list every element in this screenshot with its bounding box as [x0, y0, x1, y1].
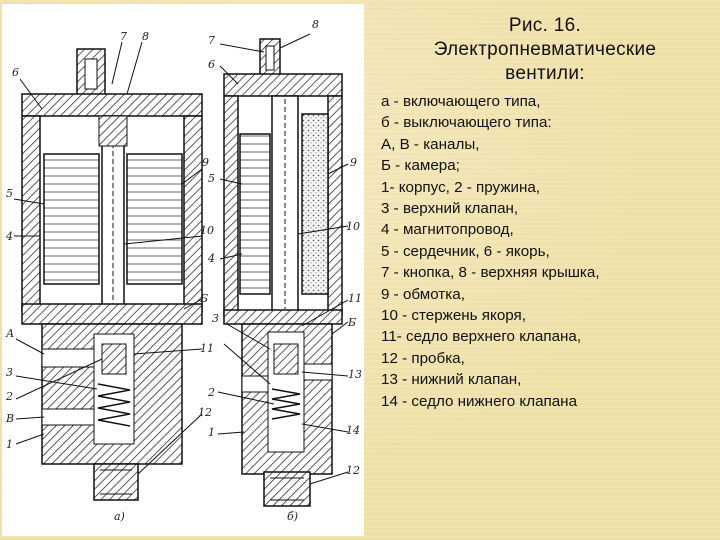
label-a-12: 12	[198, 406, 212, 419]
label-a-A: А	[5, 327, 14, 340]
legend-line: 10 - стержень якоря,	[381, 307, 526, 325]
label-a-7: 7	[120, 30, 127, 43]
legend-line: 4 - магнитопровод,	[381, 221, 514, 239]
label-b-3: 3	[212, 312, 219, 325]
valve-cross-section-drawing: 7 8 6 9 5 10 4 А 3 Б 2 В 1 11 12 8 7 6 9…	[2, 4, 364, 536]
label-b-8: 8	[312, 18, 319, 31]
label-a-B: Б	[199, 292, 208, 305]
figure-title-main: Электропневматические	[433, 39, 657, 60]
legend-line: 7 - кнопка, 8 - верхняя крышка,	[381, 264, 600, 282]
legend-line: б - выключающего типа:	[381, 114, 552, 132]
label-b-6: 6	[208, 58, 215, 71]
legend-line: 11- седло верхнего клапана,	[381, 328, 582, 346]
figure-title: Рис. 16. Электропневматические вентили:	[380, 14, 710, 86]
valve-b-drawing	[217, 33, 349, 507]
legend-line: А, В - каналы,	[381, 135, 480, 153]
label-b-4: 4	[207, 252, 215, 265]
label-b-14: 14	[346, 424, 360, 437]
figure-title-number: Рис. 16.	[508, 15, 582, 36]
label-b-11: 11	[348, 292, 362, 305]
caption-b: б)	[287, 510, 298, 523]
label-b-10: 10	[346, 220, 360, 233]
label-a-8: 8	[142, 30, 149, 43]
legend-line: 3 - верхний клапан,	[381, 200, 519, 218]
legend-line: 14 - седло нижнего клапана	[381, 392, 578, 410]
label-a-5: 5	[6, 187, 13, 200]
legend-line: а - включающего типа,	[381, 93, 541, 110]
legend-line: 5 - сердечник, 6 - якорь,	[381, 242, 550, 260]
label-a-9: 9	[202, 156, 209, 169]
legend-line: 9 - обмотка,	[381, 285, 465, 303]
label-b-2: 2	[207, 386, 215, 399]
legend-line: 1- корпус, 2 - пружина,	[381, 178, 541, 196]
label-b-12: 12	[346, 464, 360, 477]
legend-line: Б - камера;	[381, 157, 460, 175]
label-a-2: 2	[5, 390, 13, 403]
figure-legend: а - включающего типа, б - выключающего т…	[381, 91, 717, 412]
figure-title-sub: вентили:	[505, 63, 585, 84]
valve-a-drawing	[13, 41, 203, 501]
label-a-6: 6	[12, 66, 19, 79]
caption-a: а)	[114, 510, 125, 523]
legend-line: 13 - нижний клапан,	[381, 371, 522, 389]
label-a-4: 4	[5, 230, 13, 243]
label-b-B: Б	[347, 316, 356, 329]
label-b-5: 5	[208, 172, 215, 185]
label-a-1: 1	[6, 438, 13, 451]
label-a-3: 3	[6, 366, 13, 379]
label-a-11: 11	[200, 342, 214, 355]
label-b-13: 13	[348, 368, 362, 381]
label-a-V: В	[5, 412, 14, 425]
label-b-9: 9	[350, 156, 357, 169]
legend-line: 12 - пробка,	[381, 349, 465, 367]
label-b-7: 7	[208, 34, 215, 47]
label-b-1: 1	[208, 426, 215, 439]
label-a-10: 10	[200, 224, 214, 237]
